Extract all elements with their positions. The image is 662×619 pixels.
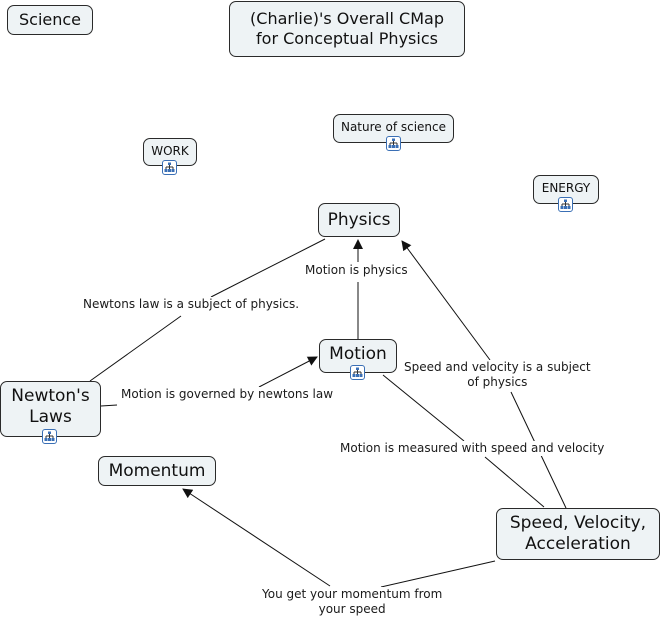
link-governed-to-motion[interactable]	[258, 356, 318, 388]
concept-work-label: WORK	[151, 144, 189, 158]
submap-icon[interactable]	[42, 429, 57, 444]
linking-phrase-newtons-subject[interactable]: Newtons law is a subject of physics.	[81, 297, 302, 312]
concept-momentum[interactable]: Momentum	[98, 456, 216, 486]
submap-icon[interactable]	[162, 160, 177, 175]
concept-motion[interactable]: Motion	[319, 339, 397, 373]
submap-icon[interactable]	[558, 197, 573, 212]
concept-energy[interactable]: ENERGY	[533, 175, 599, 204]
link-speed-phrase-to-physics[interactable]	[401, 240, 491, 361]
concept-physics[interactable]: Physics	[318, 203, 400, 237]
link-measured-to-sva[interactable]	[484, 456, 545, 508]
concept-newtons-laws-label: Newton's Laws	[11, 386, 90, 427]
link-newtons-to-phrase[interactable]	[89, 315, 182, 382]
map-title[interactable]: (Charlie)'s Overall CMap for Conceptual …	[229, 1, 465, 57]
submap-icon[interactable]	[386, 136, 401, 151]
concept-newtons-laws[interactable]: Newton's Laws	[0, 381, 101, 437]
concept-speed-velocity-acceleration[interactable]: Speed, Velocity, Acceleration	[496, 508, 660, 560]
concept-motion-label: Motion	[329, 344, 387, 364]
linking-phrase-motion-governed[interactable]: Motion is governed by newtons law	[119, 387, 336, 402]
link-motion-to-measured[interactable]	[382, 374, 465, 442]
linking-phrase-motion-measured[interactable]: Motion is measured with speed and veloci…	[338, 441, 607, 456]
link-phrase-to-physics-2[interactable]	[210, 238, 326, 298]
concept-speed-velocity-acceleration-label: Speed, Velocity, Acceleration	[509, 513, 647, 554]
link-sva-to-momentum-phrase[interactable]	[380, 560, 496, 588]
linking-phrase-motion-is-physics[interactable]: Motion is physics	[303, 263, 410, 278]
concept-momentum-label: Momentum	[108, 460, 206, 481]
linking-phrase-speed-subject[interactable]: Speed and velocity is a subject of physi…	[402, 360, 593, 390]
concept-energy-label: ENERGY	[541, 181, 591, 195]
link-newtons-to-governed[interactable]	[100, 404, 118, 407]
submap-icon[interactable]	[350, 365, 365, 380]
concept-science[interactable]: Science	[7, 5, 93, 35]
concept-nature-of-science-label: Nature of science	[340, 120, 447, 134]
map-title-label: (Charlie)'s Overall CMap for Conceptual …	[250, 9, 444, 48]
linking-phrase-momentum-from-speed[interactable]: You get your momentum from your speed	[260, 587, 445, 617]
concept-science-label: Science	[18, 10, 82, 29]
concept-physics-label: Physics	[327, 209, 391, 230]
link-momentum-phrase-to-momentum[interactable]	[182, 488, 331, 587]
